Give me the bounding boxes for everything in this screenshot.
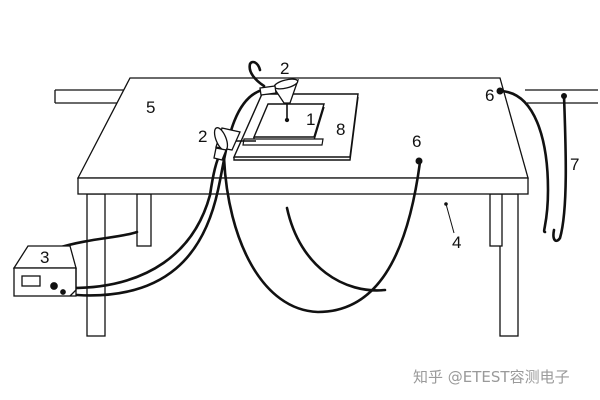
wall-rail [54,89,598,104]
cable-generator-rear [56,230,139,250]
esd-generator [12,245,77,297]
cable-loop [222,156,422,314]
esd-probe-left [213,127,256,161]
cable-top-probe [62,88,264,297]
label-ground-front: 6 [412,132,421,151]
cables [56,60,568,314]
label-ground-rear: 6 [485,86,494,105]
label-probe-top: 2 [280,59,289,78]
probe-cable-strip [242,138,324,146]
table-legs [86,193,519,337]
esd-probe-top [259,78,300,123]
label-eut: 1 [306,110,315,129]
ground-cable-rear [498,89,550,234]
cable-top-hook [248,60,266,88]
label-probe-left: 2 [198,127,207,146]
ground-strap [552,94,568,243]
cable-sag [285,206,387,292]
leader-line-4 [444,202,455,234]
strap-terminal [561,93,567,99]
watermark-text: 知乎 @ETEST容测电子 [413,368,570,386]
label-plane: 8 [336,120,345,139]
ground-terminal-front [415,157,423,165]
label-table-front: 4 [452,233,461,252]
ground-terminal-rear [496,87,504,95]
label-table: 5 [146,98,155,117]
cable-left-probe [62,148,224,290]
label-strap: 7 [570,155,579,174]
label-generator: 3 [40,248,49,267]
